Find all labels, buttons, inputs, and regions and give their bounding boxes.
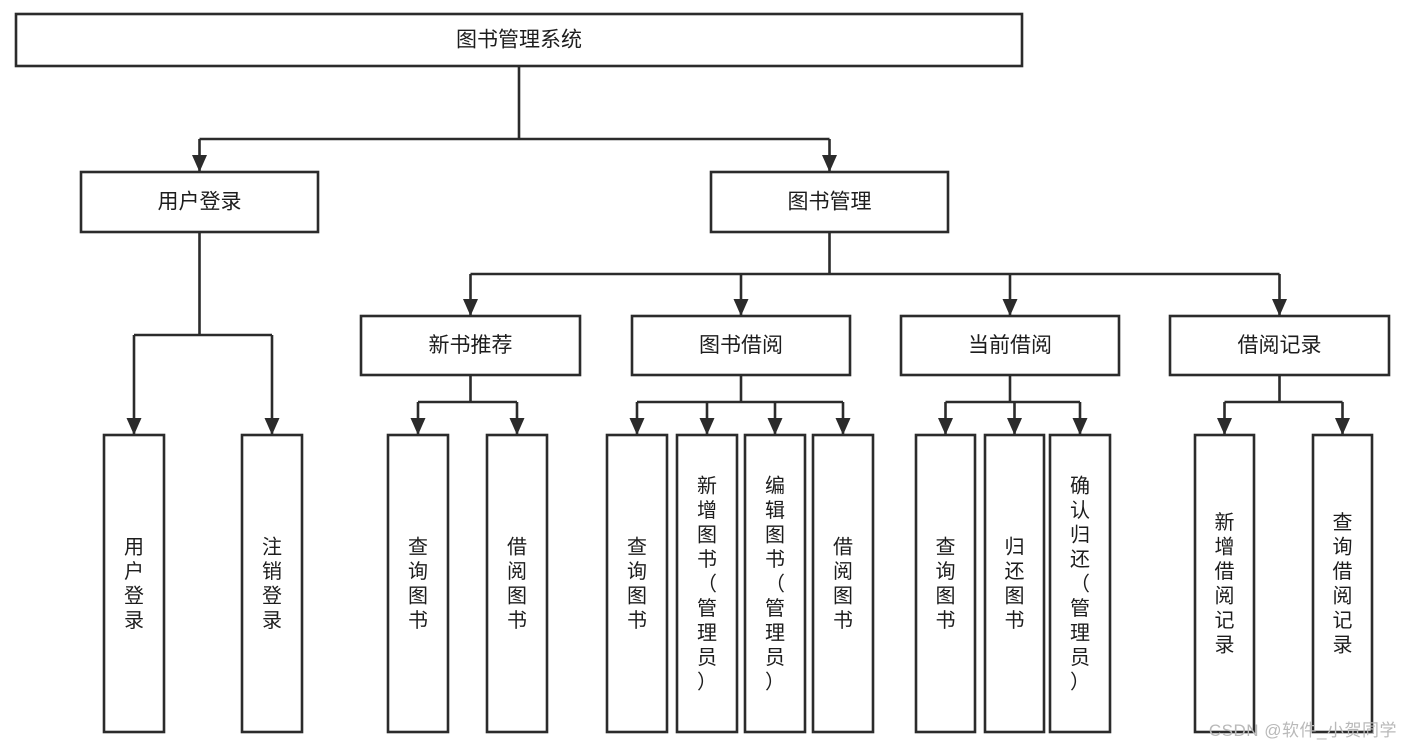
- node-label-leaf-confirm-return: 确认归还（管理员）: [1070, 474, 1090, 693]
- node-box-leaf-query-book-borrow[interactable]: [605, 433, 669, 734]
- node-label-leaf-borrow-book-rec: 借阅图书: [507, 536, 527, 633]
- node-leaf-query-book-cur[interactable]: 查询图书: [914, 433, 977, 734]
- node-leaf-query-record[interactable]: 查询借阅记录: [1311, 433, 1374, 734]
- bookmanage-to-level3-arrow-2: [1002, 299, 1018, 316]
- node-layer: 图书管理系统用户登录图书管理新书推荐图书借阅当前借阅借阅记录用户登录注销登录查询…: [14, 12, 1391, 734]
- node-label-leaf-return-book: 归还图书: [1005, 536, 1025, 633]
- node-box-leaf-query-book-cur[interactable]: [914, 433, 977, 734]
- node-box-current-borrow[interactable]: [899, 314, 1121, 377]
- node-leaf-return-book[interactable]: 归还图书: [983, 433, 1046, 734]
- node-borrow-record[interactable]: 借阅记录: [1168, 314, 1391, 377]
- new-book-rec-to-leaves-arrow-0: [410, 418, 426, 435]
- connector-layer: [126, 66, 1350, 435]
- node-label-leaf-edit-book: 编辑图书（管理员）: [765, 474, 785, 693]
- node-label-leaf-query-book-rec: 查询图书: [408, 536, 428, 633]
- node-box-user-login[interactable]: [79, 170, 320, 234]
- node-box-root[interactable]: [14, 12, 1024, 68]
- node-leaf-edit-book[interactable]: 编辑图书（管理员）: [743, 433, 807, 734]
- book-borrow-to-leaves-arrow-2: [767, 418, 783, 435]
- node-leaf-borrow-book[interactable]: 借阅图书: [811, 433, 875, 734]
- node-leaf-add-book[interactable]: 新增图书（管理员）: [675, 433, 739, 734]
- node-label-book-borrow: 图书借阅: [699, 334, 783, 357]
- node-label-leaf-logout: 注销登录: [262, 536, 282, 633]
- node-label-leaf-borrow-book: 借阅图书: [833, 536, 853, 633]
- node-box-book-manage[interactable]: [709, 170, 950, 234]
- csdn-watermark: CSDN @软件_小贺同学: [1208, 721, 1397, 740]
- node-label-book-manage: 图书管理: [788, 191, 872, 214]
- node-label-user-login: 用户登录: [158, 191, 242, 214]
- bookmanage-to-level3-arrow-1: [733, 299, 749, 316]
- book-borrow-to-leaves-arrow-0: [629, 418, 645, 435]
- node-label-new-book-rec: 新书推荐: [429, 334, 513, 357]
- node-box-leaf-query-record[interactable]: [1311, 433, 1374, 734]
- node-leaf-user-login[interactable]: 用户登录: [102, 433, 166, 734]
- node-label-leaf-add-book: 新增图书（管理员）: [697, 474, 717, 693]
- book-borrow-to-leaves-arrow-3: [835, 418, 851, 435]
- user-login-to-leaves-arrow-0: [126, 418, 142, 435]
- node-box-borrow-record[interactable]: [1168, 314, 1391, 377]
- node-box-leaf-user-login[interactable]: [102, 433, 166, 734]
- node-label-leaf-user-login: 用户登录: [124, 537, 144, 633]
- node-leaf-query-book-rec[interactable]: 查询图书: [386, 433, 450, 734]
- node-box-leaf-confirm-return[interactable]: [1048, 433, 1112, 734]
- bookmanage-to-level3-arrow-3: [1272, 299, 1287, 316]
- node-label-leaf-query-book-borrow: 查询图书: [627, 536, 647, 633]
- bookmanage-to-level3-arrow-0: [463, 299, 478, 316]
- node-label-current-borrow: 当前借阅: [968, 334, 1052, 357]
- node-box-leaf-return-book[interactable]: [983, 433, 1046, 734]
- current-borrow-to-leaves-arrow-0: [938, 418, 953, 435]
- user-login-to-leaves-arrow-1: [264, 418, 280, 435]
- node-new-book-rec[interactable]: 新书推荐: [359, 314, 582, 377]
- borrow-record-to-leaves-arrow-0: [1217, 418, 1232, 435]
- borrow-record-to-leaves-arrow-1: [1335, 418, 1350, 435]
- node-label-leaf-query-book-cur: 查询图书: [936, 536, 956, 633]
- book-borrow-to-leaves-arrow-1: [699, 418, 715, 435]
- node-box-leaf-borrow-book-rec[interactable]: [485, 433, 549, 734]
- current-borrow-to-leaves-arrow-2: [1072, 418, 1088, 435]
- node-current-borrow[interactable]: 当前借阅: [899, 314, 1121, 377]
- node-root[interactable]: 图书管理系统: [14, 12, 1024, 68]
- node-box-leaf-add-book[interactable]: [675, 433, 739, 734]
- node-book-borrow[interactable]: 图书借阅: [630, 314, 852, 377]
- node-leaf-logout[interactable]: 注销登录: [240, 433, 304, 734]
- node-label-leaf-query-record: 查询借阅记录: [1333, 511, 1353, 657]
- node-leaf-confirm-return[interactable]: 确认归还（管理员）: [1048, 433, 1112, 734]
- node-box-leaf-add-record[interactable]: [1193, 433, 1256, 734]
- node-label-leaf-add-record: 新增借阅记录: [1215, 511, 1235, 657]
- new-book-rec-to-leaves-arrow-1: [509, 418, 525, 435]
- node-box-book-borrow[interactable]: [630, 314, 852, 377]
- node-book-manage[interactable]: 图书管理: [709, 170, 950, 234]
- node-box-leaf-logout[interactable]: [240, 433, 304, 734]
- node-leaf-borrow-book-rec[interactable]: 借阅图书: [485, 433, 549, 734]
- root-to-level2-arrow-0: [192, 155, 207, 172]
- node-user-login[interactable]: 用户登录: [79, 170, 320, 234]
- node-box-new-book-rec[interactable]: [359, 314, 582, 377]
- node-leaf-add-record[interactable]: 新增借阅记录: [1193, 433, 1256, 734]
- node-box-leaf-edit-book[interactable]: [743, 433, 807, 734]
- node-label-root: 图书管理系统: [456, 29, 582, 52]
- node-label-borrow-record: 借阅记录: [1238, 334, 1322, 357]
- node-box-leaf-query-book-rec[interactable]: [386, 433, 450, 734]
- root-to-level2-arrow-1: [822, 155, 837, 172]
- node-box-leaf-borrow-book[interactable]: [811, 433, 875, 734]
- current-borrow-to-leaves-arrow-1: [1007, 418, 1022, 435]
- node-leaf-query-book-borrow[interactable]: 查询图书: [605, 433, 669, 734]
